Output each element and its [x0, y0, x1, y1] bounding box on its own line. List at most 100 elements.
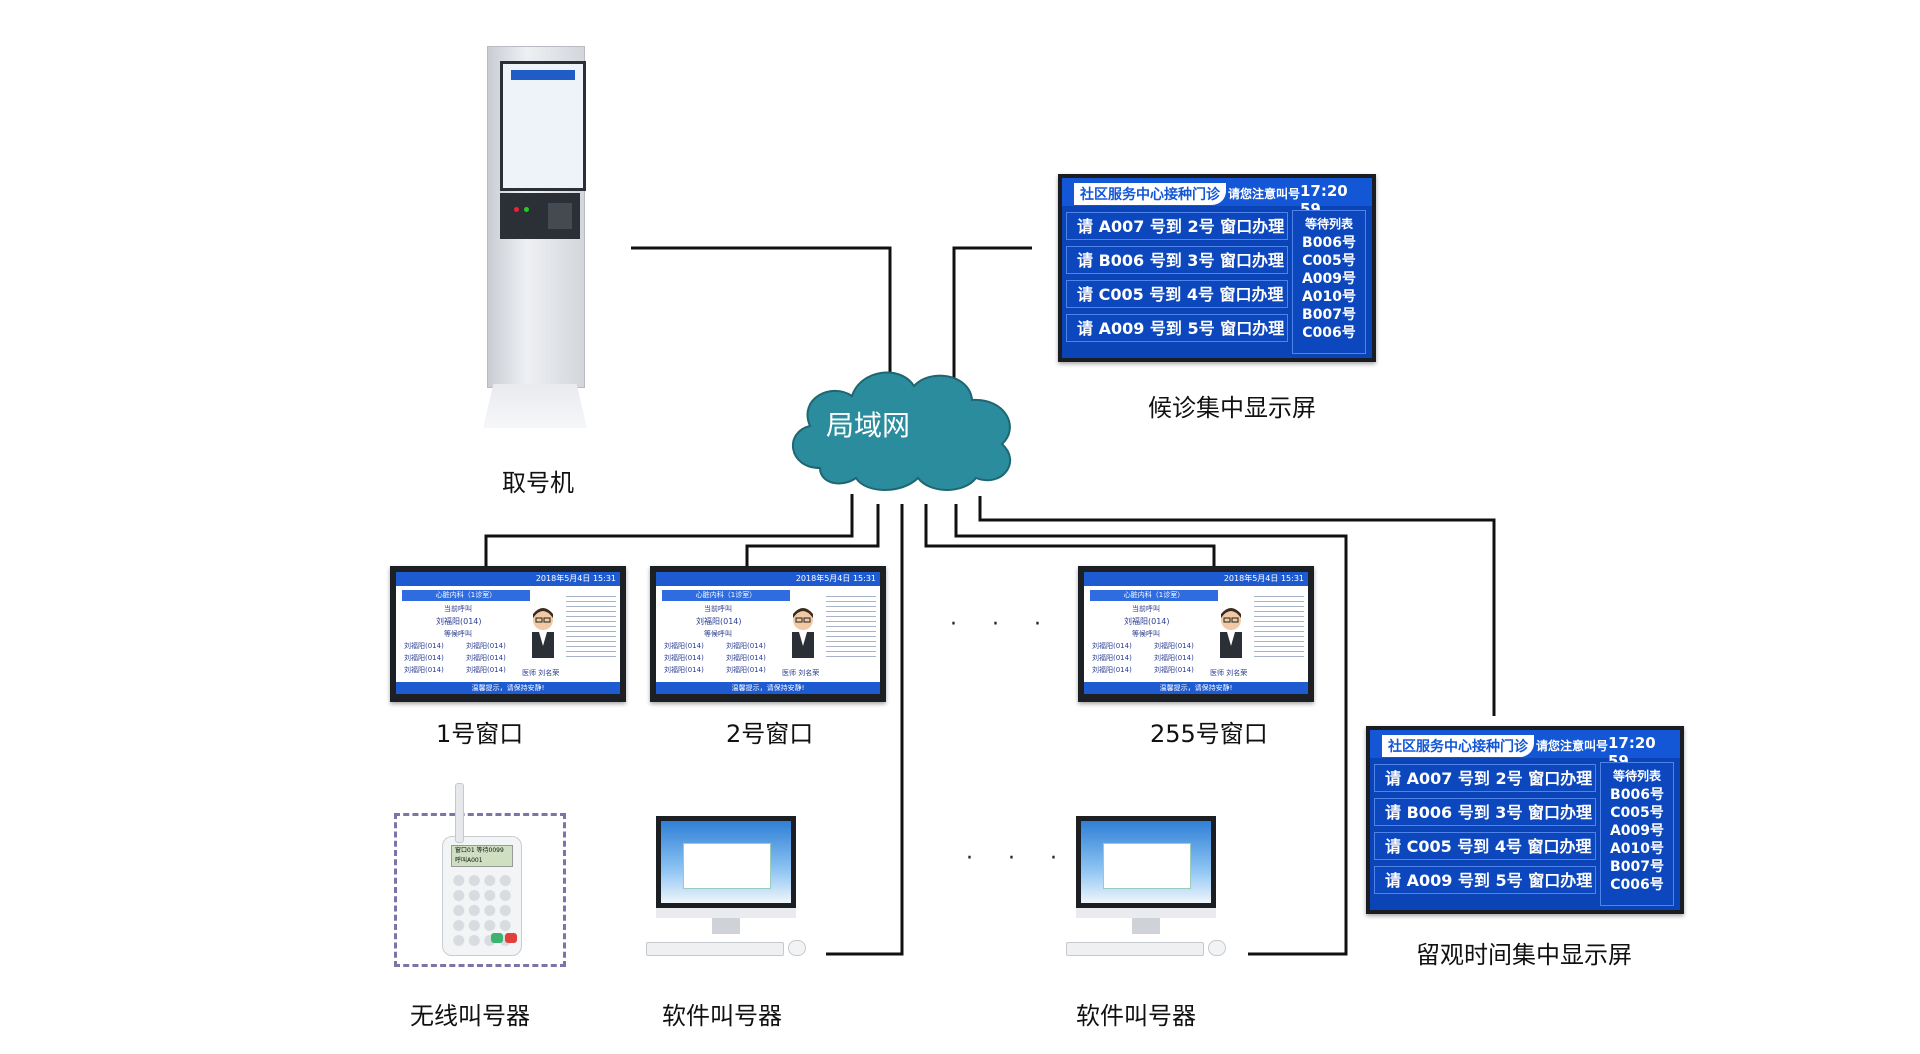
wireless-caller-frame [394, 813, 566, 967]
red-key-icon [505, 933, 517, 943]
waiting-name: 刘福阳(014) [1092, 666, 1132, 674]
calling-label: 当前呼叫 [704, 605, 732, 613]
mouse-icon [788, 940, 806, 956]
waiting-item: C006号 [1610, 877, 1664, 893]
waiting-name: 刘福阳(014) [1154, 642, 1194, 650]
waiting-item: B007号 [1302, 307, 1356, 323]
doctor-name: 医师 刘名荣 [782, 669, 820, 677]
dept-title: 心脏内科（1诊室） [662, 590, 790, 601]
lan-cloud-icon [792, 371, 1012, 491]
waiting-name: 刘福阳(014) [466, 654, 506, 662]
window-2-label: 2号窗口 [726, 720, 814, 748]
waiting-item: C006号 [1302, 325, 1356, 341]
waiting-name: 刘福阳(014) [726, 642, 766, 650]
caller-lcd: 窗口01 等待0099 呼叫A001 [451, 845, 513, 867]
led-display-waiting: 社区服务中心接种门诊 请您注意叫号 17:20 59 请 A007 号到 2号 … [1058, 174, 1376, 362]
keyboard-icon [1066, 942, 1204, 956]
waiting-name: 刘福阳(014) [1154, 666, 1194, 674]
wire-pc-1 [826, 504, 904, 956]
calling-name: 刘福阳(014) [436, 617, 482, 626]
call-row: 请 B006 号到 3号 窗口办理 [1374, 798, 1596, 826]
wire-window-1 [484, 494, 854, 570]
wire-window-2 [745, 504, 880, 570]
window-255-label: 255号窗口 [1150, 720, 1268, 748]
call-row: 请 B006 号到 3号 窗口办理 [1066, 246, 1288, 274]
ticket-slot [548, 203, 572, 229]
waiting-name: 刘福阳(014) [404, 666, 444, 674]
call-row: 请 C005 号到 4号 窗口办理 [1066, 280, 1288, 308]
waiting-item: C005号 [1610, 805, 1664, 821]
waiting-name: 刘福阳(014) [404, 654, 444, 662]
waiting-label: 等候呼叫 [1132, 630, 1160, 638]
waiting-name: 刘福阳(014) [466, 666, 506, 674]
dept-title: 心脏内科（1诊室） [1090, 590, 1218, 601]
waiting-name: 刘福阳(014) [1092, 654, 1132, 662]
calling-label: 当前呼叫 [444, 605, 472, 613]
kiosk-screen [500, 61, 586, 191]
led-notice: 请您注意叫号 [1228, 187, 1301, 201]
waiting-item: B006号 [1302, 235, 1356, 251]
antenna-icon [455, 783, 464, 843]
kiosk-label: 取号机 [502, 469, 574, 497]
waiting-name: 刘福阳(014) [404, 642, 444, 650]
led-display-waiting-label: 候诊集中显示屏 [1148, 394, 1316, 422]
screen-datetime: 2018年5月4日 15:31 [396, 572, 620, 586]
wire-led-top [952, 246, 1032, 410]
screen-datetime: 2018年5月4日 15:31 [656, 572, 880, 586]
waiting-label: 等候呼叫 [704, 630, 732, 638]
waiting-label: 等候呼叫 [444, 630, 472, 638]
ticket-kiosk [483, 46, 587, 430]
waiting-list: 等待列表 B006号 C005号 A009号 A010号 B007号 C006号 [1600, 762, 1674, 906]
ellipsis-callers: · · · [966, 846, 1071, 871]
waiting-item: C005号 [1302, 253, 1356, 269]
waiting-item: B007号 [1610, 859, 1664, 875]
calling-name: 刘福阳(014) [696, 617, 742, 626]
waiting-name: 刘福阳(014) [664, 666, 704, 674]
led-display-observation-label: 留观时间集中显示屏 [1416, 941, 1632, 969]
doctor-name: 医师 刘名荣 [1210, 669, 1248, 677]
wireless-caller-label: 无线叫号器 [410, 1002, 530, 1030]
doctor-name: 医师 刘名荣 [522, 669, 560, 677]
screen-footer: 温馨提示，请保持安静! [396, 682, 620, 694]
doctor-description [1254, 592, 1304, 658]
lcd-line-2: 呼叫A001 [455, 857, 483, 864]
waiting-header: 等待列表 [1612, 769, 1661, 783]
lcd-line-1: 窗口01 等待0099 [455, 847, 504, 854]
wireless-caller-device: 窗口01 等待0099 呼叫A001 [442, 783, 522, 956]
software-caller-pc-2 [1066, 816, 1226, 966]
software-caller-2-label: 软件叫号器 [1076, 1002, 1196, 1030]
mouse-icon [1208, 940, 1226, 956]
dept-title: 心脏内科（1诊室） [402, 590, 530, 601]
waiting-name: 刘福阳(014) [1154, 654, 1194, 662]
waiting-item: A010号 [1609, 841, 1665, 857]
led-notice: 请您注意叫号 [1536, 739, 1609, 753]
doctor-description [566, 592, 616, 658]
window-1-label: 1号窗口 [436, 720, 524, 748]
keypad [451, 873, 513, 949]
call-row: 请 A009 号到 5号 窗口办理 [1374, 866, 1596, 894]
waiting-item: A009号 [1609, 823, 1665, 839]
waiting-name: 刘福阳(014) [664, 654, 704, 662]
doctor-avatar-icon [792, 608, 814, 658]
waiting-item: A010号 [1301, 289, 1357, 305]
led-title: 社区服务中心接种门诊 [1382, 735, 1534, 757]
wire-window-255 [924, 504, 1216, 570]
led-title: 社区服务中心接种门诊 [1074, 183, 1226, 205]
ellipsis-windows: · · · [950, 612, 1055, 637]
led-display-observation: 社区服务中心接种门诊 请您注意叫号 17:20 59 请 A007 号到 2号 … [1366, 726, 1684, 914]
waiting-name: 刘福阳(014) [726, 666, 766, 674]
screen-footer: 温馨提示，请保持安静! [656, 682, 880, 694]
call-row: 请 A007 号到 2号 窗口办理 [1066, 212, 1288, 240]
doctor-avatar-icon [532, 608, 554, 658]
wire-kiosk [631, 246, 892, 410]
lan-label: 局域网 [826, 409, 911, 442]
doctor-avatar-icon [1220, 608, 1242, 658]
waiting-item: A009号 [1301, 271, 1357, 287]
waiting-name: 刘福阳(014) [1092, 642, 1132, 650]
wire-led-bottom [978, 496, 1496, 716]
waiting-header: 等待列表 [1304, 217, 1353, 231]
wire-pc-2 [954, 504, 1348, 956]
